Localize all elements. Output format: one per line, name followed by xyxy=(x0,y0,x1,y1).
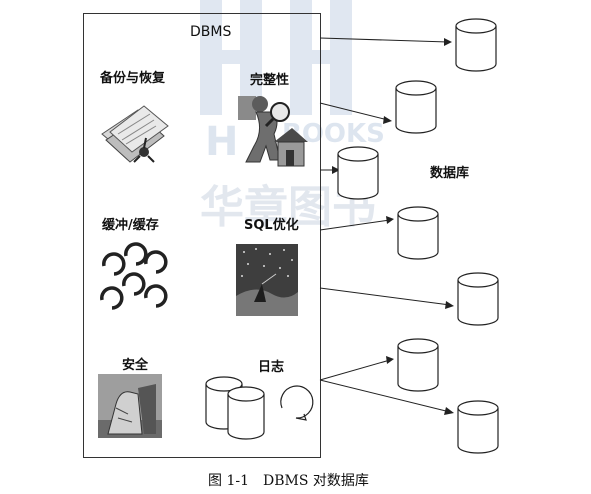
svg-text:H: H xyxy=(205,119,238,165)
database-cylinders xyxy=(337,18,499,454)
backup-recovery-illustration xyxy=(101,105,169,163)
database-cylinder xyxy=(395,80,437,134)
component-label-buffer-cache: 缓冲/缓存 xyxy=(102,218,159,233)
database-cylinder xyxy=(457,400,499,454)
component-label-security: 安全 xyxy=(122,358,149,373)
sql-optimization-illustration xyxy=(236,244,298,316)
dbms-box xyxy=(83,13,321,458)
connector-arrows xyxy=(319,37,451,413)
database-cylinder xyxy=(455,18,497,72)
security-illustration xyxy=(98,374,162,438)
database-cylinder xyxy=(397,338,439,392)
component-label-integrity: 完整性 xyxy=(250,73,290,88)
buffer-cache-illustration xyxy=(100,242,168,310)
arrow-heads xyxy=(332,38,454,415)
component-label-sql-optimization: SQL优化 xyxy=(244,218,299,233)
component-label-backup-recovery: 备份与恢复 xyxy=(100,71,166,86)
database-cylinder xyxy=(397,206,439,260)
log-illustration xyxy=(205,376,314,440)
database-label: 数据库 xyxy=(430,166,470,181)
database-cylinder xyxy=(337,146,379,200)
database-cylinder xyxy=(457,272,499,326)
dbms-title: DBMS xyxy=(190,24,232,40)
figure-caption: 图 1-1 DBMS 对数据库 xyxy=(208,473,369,489)
component-label-log: 日志 xyxy=(258,360,285,375)
integrity-illustration xyxy=(238,96,308,167)
